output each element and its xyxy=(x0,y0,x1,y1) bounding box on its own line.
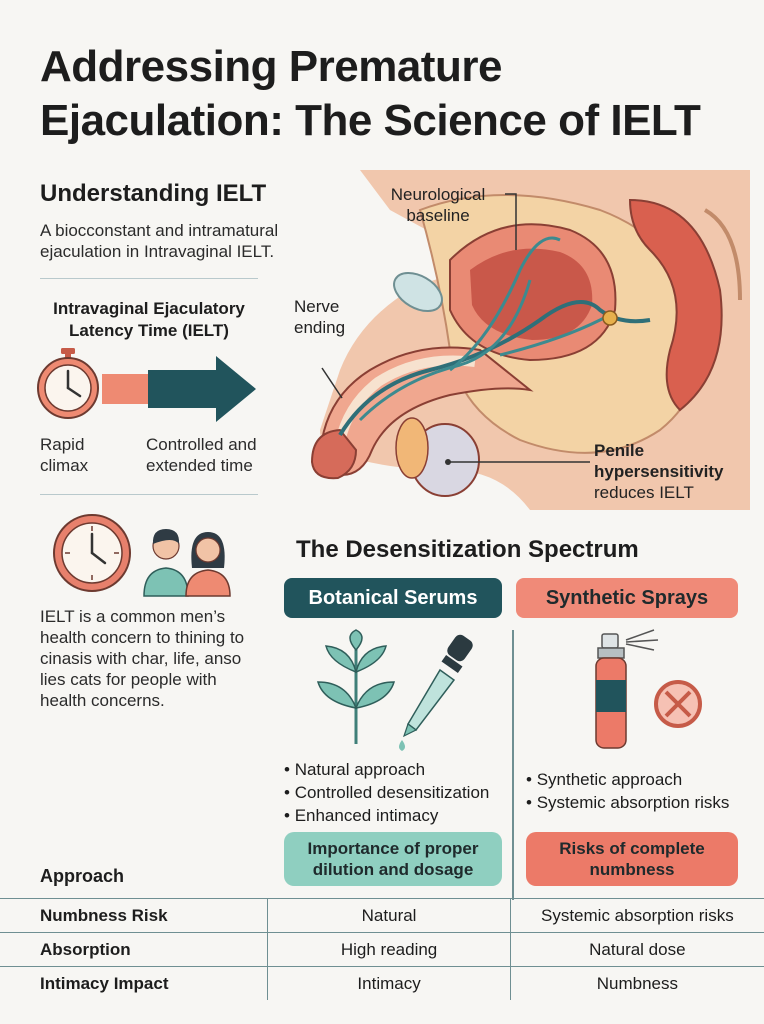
row-label: Absorption xyxy=(0,932,268,967)
rapid-climax-caption: Rapid climax xyxy=(40,435,89,475)
comparison-table: Numbness Risk Natural Systemic absorptio… xyxy=(0,898,764,1000)
table-row: Numbness Risk Natural Systemic absorptio… xyxy=(0,898,764,933)
botanical-illustration xyxy=(316,629,473,751)
column-divider xyxy=(512,630,514,900)
synthetic-sprays-pill: Synthetic Sprays xyxy=(516,578,738,618)
label-reduces-ielt: reduces IELT xyxy=(594,483,694,502)
bullet-item: Controlled desensitization xyxy=(284,781,504,804)
spray-bottle-icon xyxy=(595,629,659,749)
botanical-bullets: Natural approach Controlled desensitizat… xyxy=(284,758,504,827)
stopwatch-icon xyxy=(37,348,99,419)
table-row: Intimacy Impact Intimacy Numbness xyxy=(0,966,764,1000)
synthetic-note: Risks of complete numbness xyxy=(526,832,738,886)
synthetic-illustration xyxy=(595,629,702,749)
synthetic-cell: Systemic absorption risks xyxy=(509,898,764,933)
prohibited-icon xyxy=(654,680,702,728)
botanical-cell: Natural xyxy=(267,898,511,933)
botanical-serums-pill: Botanical Serums xyxy=(284,578,502,618)
bullet-item: Natural approach xyxy=(284,758,504,781)
couple-icon xyxy=(143,529,231,597)
concern-text: IELT is a common men’s health concern to… xyxy=(40,607,245,710)
row-label: Numbness Risk xyxy=(0,898,268,933)
label-penile-hypersensitivity: Penile hypersensitivity xyxy=(594,441,724,481)
label-neurological-baseline: Neurological baseline xyxy=(390,185,486,225)
synthetic-cell: Numbness xyxy=(509,966,764,1000)
table-header-approach: Approach xyxy=(40,866,125,886)
row-label: Intimacy Impact xyxy=(0,966,268,1000)
understanding-description: A biocconstant and intramatural ejaculat… xyxy=(40,221,279,261)
extended-time-caption: Controlled and extended time xyxy=(146,435,257,475)
ielt-timeline-graphic xyxy=(37,348,256,422)
table-row: Absorption High reading Natural dose xyxy=(0,932,764,967)
divider xyxy=(40,278,258,279)
arrow-right-icon xyxy=(148,356,256,422)
bullet-item: Enhanced intimacy xyxy=(284,804,504,827)
page-title: Addressing Premature Ejaculation: The Sc… xyxy=(40,42,701,145)
botanical-cell: High reading xyxy=(267,932,511,967)
synthetic-cell: Natural dose xyxy=(509,932,764,967)
bullet-item: Systemic absorption risks xyxy=(526,791,746,814)
spectrum-heading: The Desensitization Spectrum xyxy=(296,536,639,563)
divider xyxy=(40,494,258,495)
concern-illustration xyxy=(53,514,231,597)
ielt-label: Intravaginal Ejaculatory Latency Time (I… xyxy=(53,299,245,340)
botanical-note: Importance of proper dilution and dosage xyxy=(284,832,502,886)
dropper-icon xyxy=(399,634,473,751)
clock-icon xyxy=(53,514,131,592)
plant-icon xyxy=(316,629,396,744)
botanical-cell: Intimacy xyxy=(267,966,511,1000)
understanding-heading: Understanding IELT xyxy=(40,180,267,207)
bullet-item: Synthetic approach xyxy=(526,768,746,791)
synthetic-bullets: Synthetic approach Systemic absorption r… xyxy=(526,768,746,814)
anatomy-illustration xyxy=(310,170,750,510)
label-nerve-ending: Nerve ending xyxy=(294,297,346,337)
